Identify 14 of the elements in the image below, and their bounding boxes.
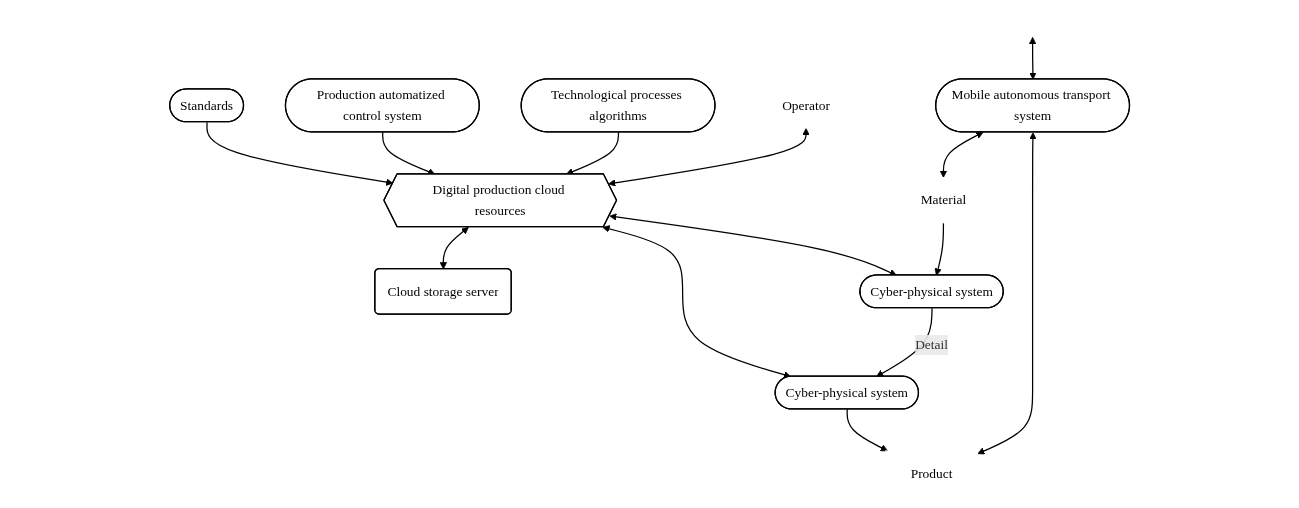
node-text: Product — [910, 466, 953, 481]
arrow — [206, 121, 394, 186]
arrow — [439, 227, 469, 270]
arrow — [977, 132, 1037, 455]
arrow — [846, 408, 888, 452]
edge-label: Detail — [915, 337, 948, 352]
arrow — [608, 128, 810, 187]
arrow — [934, 222, 944, 276]
arrow — [939, 132, 984, 178]
node-text: Operator — [782, 97, 830, 113]
arrow — [602, 225, 791, 379]
node-text: Material — [920, 192, 967, 207]
arrow — [609, 213, 897, 276]
arrow — [1028, 36, 1037, 80]
